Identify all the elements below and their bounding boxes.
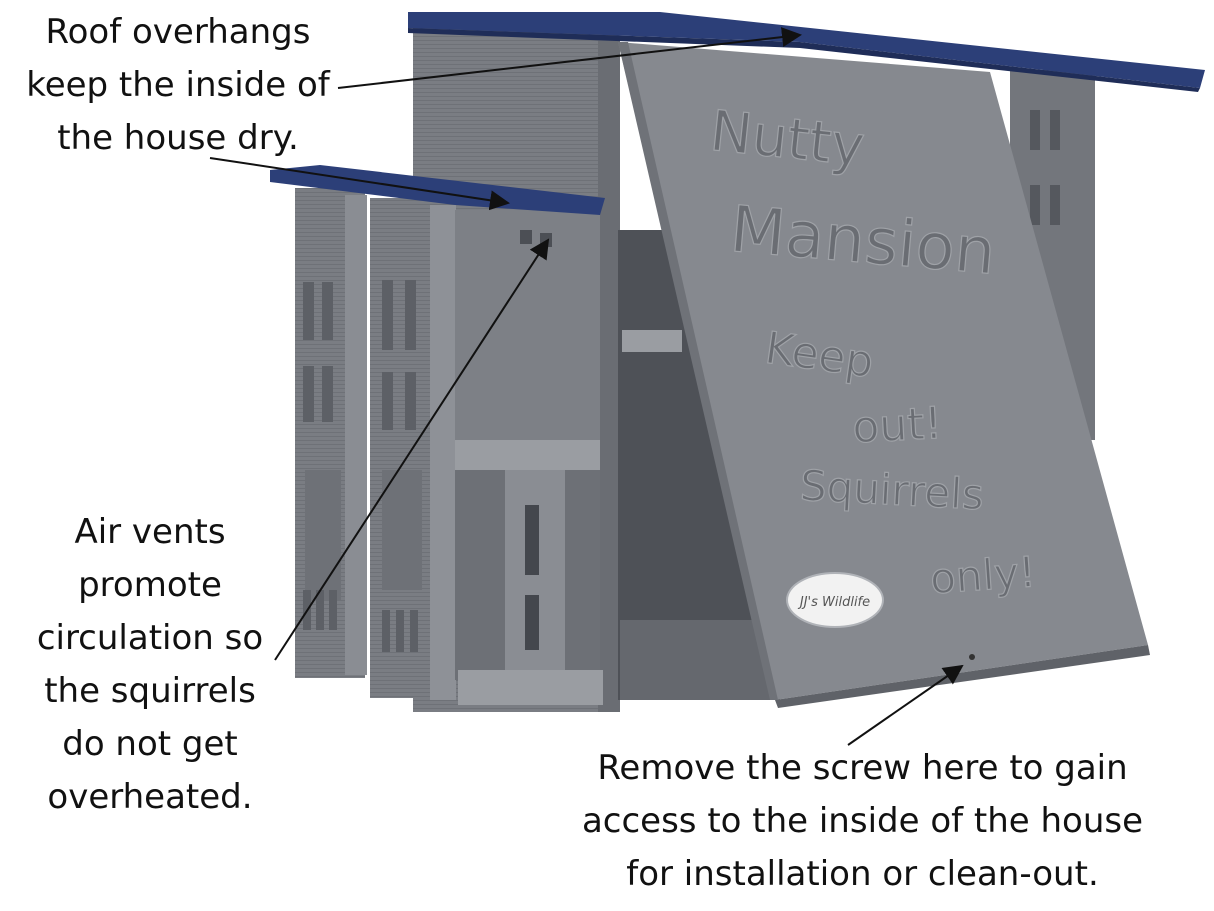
porch	[455, 440, 603, 705]
sign-line4: out!	[851, 398, 943, 454]
screw	[969, 654, 975, 660]
front-roof	[270, 165, 605, 215]
front-left-column	[295, 188, 367, 678]
vents-callout-line: do not get	[62, 724, 238, 764]
side-wall	[455, 210, 600, 450]
vents-callout-line: circulation so	[36, 618, 264, 658]
front-middle-column	[370, 198, 460, 700]
vents-callout-line: the squirrels	[44, 671, 256, 711]
screw-callout-line: Remove the screw here to gain	[597, 748, 1128, 788]
screw-callout: Remove the screw here to gain access to …	[540, 742, 1185, 901]
screw-callout-line: access to the inside of the house	[581, 801, 1144, 841]
brand-label: JJ's Wildlife	[797, 595, 870, 610]
vents-callout-line: promote	[78, 565, 222, 605]
screw-callout-line: for installation or clean-out.	[626, 854, 1099, 894]
brand-badge: JJ's Wildlife	[786, 572, 884, 628]
vents-callout: Air vents promote circulation so the squ…	[0, 506, 300, 824]
screw-pointer-arrow	[847, 664, 964, 746]
vent-pointer-arrow	[274, 238, 550, 661]
sign-line5: Squirrels	[799, 461, 985, 520]
roof-pointer-arrow-1	[337, 27, 802, 89]
vents-callout-line: overheated.	[47, 777, 253, 817]
air-vent	[520, 230, 532, 244]
vents-callout-line: Air vents	[74, 512, 226, 552]
roof-callout-line: keep the inside of	[26, 65, 330, 105]
sign-line6: only!	[928, 547, 1037, 603]
roof-callout-line: Roof overhangs	[45, 12, 311, 52]
roof-pointer-arrow-2	[209, 157, 510, 211]
main-roof	[408, 12, 1205, 88]
sign-engraving: Nutty Mansion Keep out! Squirrels only!	[706, 98, 1037, 604]
roof-callout-line: the house dry.	[57, 118, 299, 158]
roof-callout: Roof overhangs keep the inside of the ho…	[0, 6, 356, 165]
